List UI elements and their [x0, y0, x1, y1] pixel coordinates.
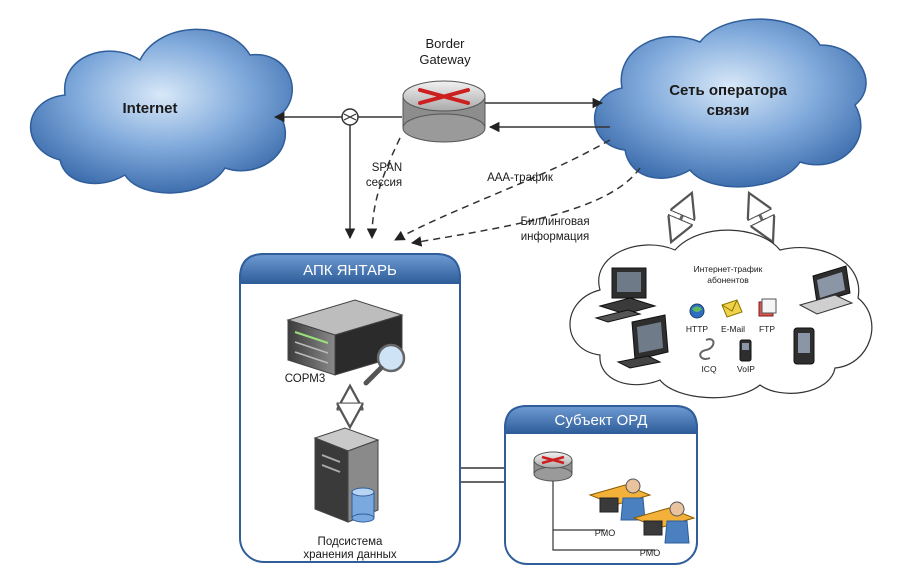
- pmo-label-1: РМО: [595, 528, 615, 538]
- ord-lan-lines: [552, 481, 655, 551]
- operator-to-subscribers-link-2: [750, 195, 772, 240]
- desktop-computer-icon: [594, 267, 657, 323]
- voip-phone-icon: VoIP: [737, 339, 755, 374]
- ftp-icon: FTP: [758, 298, 777, 334]
- span-session-line: [366, 137, 401, 240]
- internet-cloud: Internet: [29, 28, 293, 194]
- connections: [273, 97, 772, 488]
- ftp-label: FTP: [759, 324, 775, 334]
- operator-workstation-2-icon: [632, 501, 696, 544]
- magnifier-icon: [363, 343, 406, 386]
- mobile-phone-icon: [793, 327, 815, 365]
- operator-to-subscribers-link-1: [672, 195, 691, 240]
- apk-title: АПК ЯНТАРЬ: [303, 262, 397, 279]
- billing-label-line-2: информация: [521, 231, 590, 243]
- email-icon: E-Mail: [721, 299, 745, 334]
- ord-subject-panel: Субъект ОРД РМО РМО: [504, 405, 698, 565]
- storage-label-line-2: хранения данных: [303, 549, 397, 561]
- email-label: E-Mail: [721, 324, 745, 334]
- internet-label: Internet: [122, 100, 177, 117]
- http-label: HTTP: [686, 324, 709, 334]
- gateway-label-line-2: Gateway: [419, 52, 471, 67]
- billing-label-line-1: Биллинговая: [520, 216, 589, 228]
- storage-label-line-1: Подсистема: [318, 536, 383, 548]
- pmo-label-2: РМО: [640, 548, 660, 558]
- aaa-label: AAA-трафик: [487, 172, 554, 184]
- span-tap-icon: [341, 108, 359, 126]
- laptop-icon: [798, 265, 854, 315]
- aaa-traffic-line: [394, 139, 611, 241]
- sorm-label: СОРМ3: [285, 373, 326, 385]
- apk-yantar-panel: АПК ЯНТАРЬ СОРМ3 Подси: [239, 253, 461, 563]
- operator-workstation-1-icon: [588, 478, 652, 521]
- traffic-title-line-1: Интернет-трафик: [694, 264, 763, 274]
- span-label-line-2: сессия: [366, 177, 402, 189]
- http-icon: HTTP: [686, 303, 709, 334]
- billing-info-line: [410, 167, 641, 247]
- router-arrows-icon: [418, 88, 470, 105]
- icq-label: ICQ: [701, 364, 717, 374]
- icq-icon: ICQ: [699, 338, 717, 374]
- ord-title: Субъект ОРД: [555, 412, 648, 429]
- span-label: SPAN: [372, 162, 402, 174]
- operator-network-cloud: Сеть оператора связи: [593, 18, 867, 188]
- gateway-label-line-1: Border: [425, 36, 465, 51]
- voip-label: VoIP: [737, 364, 755, 374]
- operator-network-label-line-2: связи: [707, 102, 750, 119]
- database-icon: [351, 487, 375, 523]
- operator-network-label: Сеть оператора связи: [669, 82, 787, 119]
- ord-router-icon: [533, 451, 573, 482]
- subscriber-traffic-cloud: Интернет-трафик абонентов HTTP: [569, 229, 873, 399]
- operator-network-label-line-1: Сеть оператора: [669, 82, 787, 99]
- span-label-line-1: SPAN: [372, 162, 402, 174]
- traffic-title-line-2: абонентов: [707, 275, 749, 285]
- monitor-icon: [616, 314, 669, 369]
